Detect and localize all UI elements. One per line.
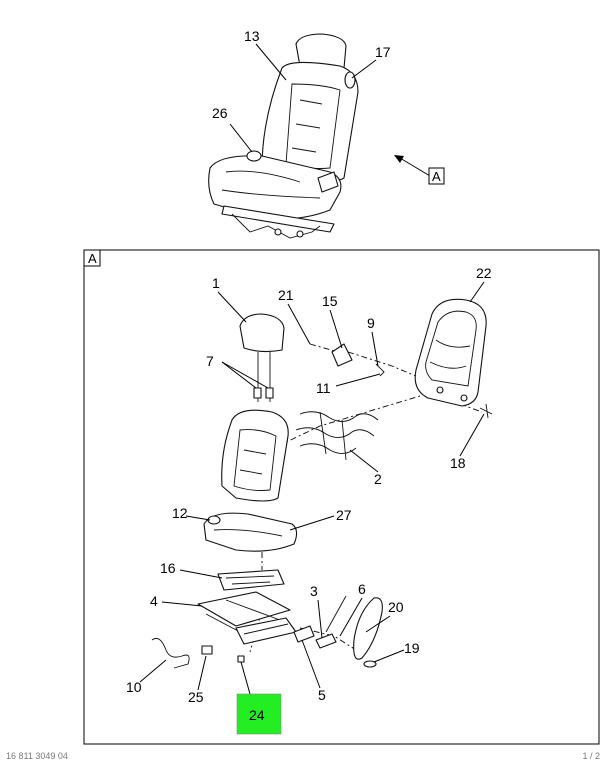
callout-25: 25 — [188, 689, 204, 705]
callout-10: 10 — [126, 679, 142, 695]
callout-4: 4 — [150, 593, 158, 609]
view-tag-top: A — [432, 169, 441, 184]
callout-17: 17 — [375, 44, 391, 60]
callout-16: 16 — [160, 560, 176, 576]
highlight-box-part-24[interactable] — [236, 693, 282, 735]
part-seat-track — [197, 591, 297, 645]
callout-27: 27 — [336, 507, 352, 523]
view-a-pointer: A — [394, 155, 445, 185]
footer-page: 1 / 2 — [582, 751, 600, 761]
callout-21: 21 — [278, 287, 294, 303]
callout-6: 6 — [358, 581, 366, 597]
callout-15: 15 — [322, 293, 338, 309]
callout-24: 24 — [249, 707, 265, 723]
part-bracket — [331, 343, 353, 367]
part-backrest-cover — [221, 409, 289, 502]
part-bolt — [237, 655, 245, 663]
part-wiring-harness — [151, 637, 190, 669]
callout-12: 12 — [172, 505, 188, 521]
callout-22: 22 — [476, 265, 492, 281]
part-trim-clip — [363, 660, 377, 668]
callout-1: 1 — [212, 275, 220, 291]
part-connector — [201, 645, 213, 655]
view-tag-detail: A — [88, 251, 97, 266]
callout-3: 3 — [310, 583, 318, 599]
callout-2: 2 — [374, 471, 382, 487]
part-seat-cushion — [203, 512, 298, 552]
callout-11: 11 — [316, 380, 331, 396]
callout-19: 19 — [404, 640, 420, 656]
part-handle — [315, 633, 337, 649]
callout-9: 9 — [367, 315, 375, 331]
part-adjuster — [293, 625, 315, 643]
part-clip — [375, 363, 385, 377]
callout-13: 13 — [244, 28, 260, 44]
part-pin — [479, 403, 493, 419]
part-headrest — [239, 313, 285, 402]
callout-20: 20 — [388, 599, 404, 615]
part-side-shield — [353, 597, 383, 660]
callout-7: 7 — [206, 353, 214, 369]
callout-26: 26 — [212, 105, 228, 121]
detail-frame-tag-box — [83, 249, 101, 267]
footer-reference: 16 811 3049 04 — [6, 751, 68, 761]
callout-18: 18 — [450, 455, 466, 471]
part-rod — [325, 595, 347, 633]
part-seat-back-frame — [414, 298, 487, 407]
callout-5: 5 — [318, 687, 326, 703]
part-spring-mat — [295, 411, 379, 461]
assembled-seat-illustration — [208, 33, 359, 239]
detail-frame — [83, 249, 600, 745]
part-seat-pan — [217, 569, 285, 591]
